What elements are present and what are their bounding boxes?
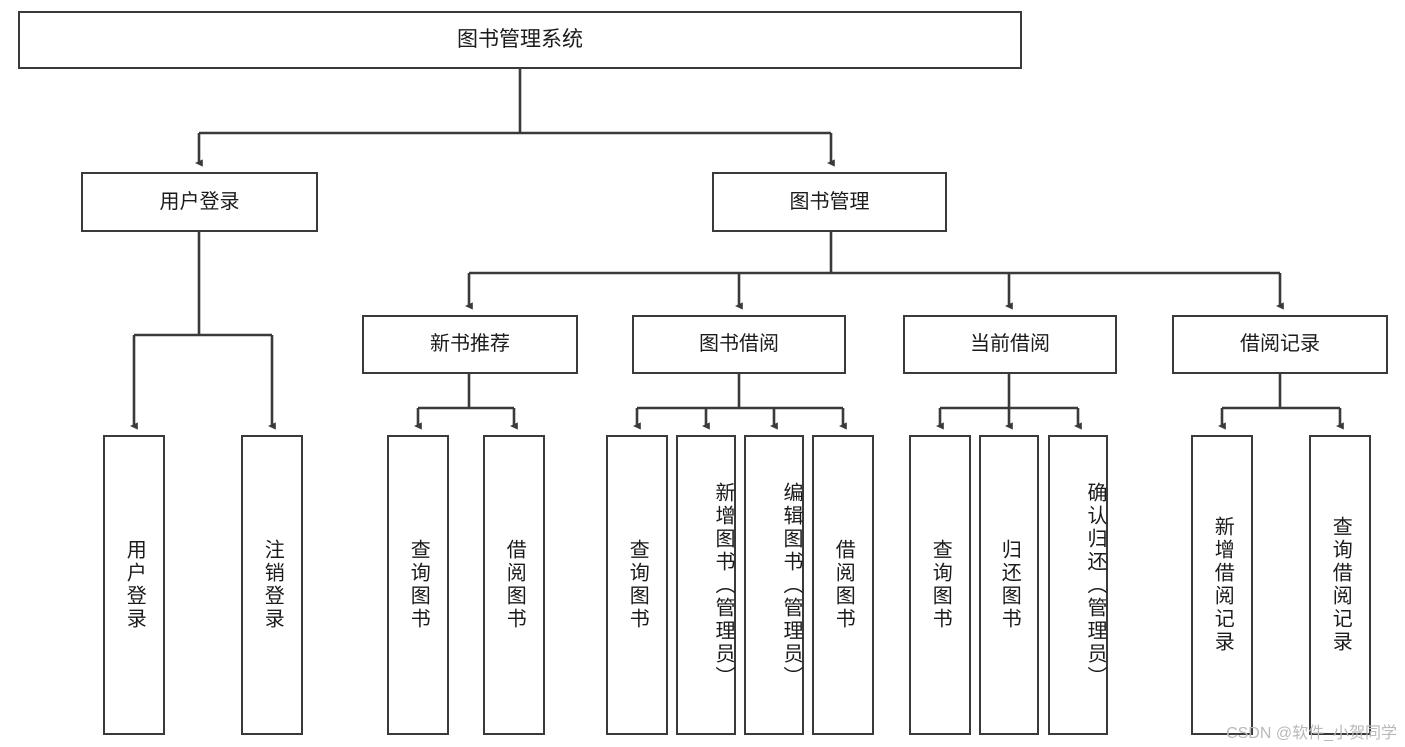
leaf-label: 新增图书（管理员） — [712, 481, 734, 689]
leaf-label: 新增借阅记录 — [1211, 516, 1234, 654]
leaf-label: 借阅图书 — [832, 539, 855, 631]
leaf-current-borrow-query[interactable]: 查询图书 — [909, 435, 971, 735]
leaf-label: 查询图书 — [929, 539, 952, 631]
node-label: 图书借阅 — [699, 333, 779, 356]
leaf-book-borrow-edit[interactable]: 编辑图书（管理员） — [744, 435, 804, 735]
leaf-new-book-borrow[interactable]: 借阅图书 — [483, 435, 545, 735]
leaf-label: 借阅图书 — [503, 539, 526, 631]
node-label: 新书推荐 — [430, 333, 510, 356]
leaf-user-login-signout[interactable]: 注销登录 — [241, 435, 303, 735]
leaf-user-login-signin[interactable]: 用户登录 — [103, 435, 165, 735]
node-root-system[interactable]: 图书管理系统 — [18, 11, 1022, 69]
node-new-book-recommend[interactable]: 新书推荐 — [362, 315, 578, 374]
node-label: 借阅记录 — [1240, 333, 1320, 356]
leaf-label: 归还图书 — [998, 539, 1021, 631]
leaf-label: 用户登录 — [123, 539, 146, 631]
leaf-book-borrow-query[interactable]: 查询图书 — [606, 435, 668, 735]
node-label: 当前借阅 — [970, 333, 1050, 356]
node-borrow-record[interactable]: 借阅记录 — [1172, 315, 1388, 374]
leaf-current-borrow-return[interactable]: 归还图书 — [979, 435, 1039, 735]
node-current-borrow[interactable]: 当前借阅 — [903, 315, 1117, 374]
node-book-management[interactable]: 图书管理 — [712, 172, 947, 232]
leaf-label: 注销登录 — [261, 539, 284, 631]
node-book-borrow[interactable]: 图书借阅 — [632, 315, 846, 374]
leaf-label: 查询借阅记录 — [1329, 516, 1352, 654]
leaf-label: 查询图书 — [407, 539, 430, 631]
leaf-label: 编辑图书（管理员） — [780, 481, 802, 689]
leaf-borrow-record-query[interactable]: 查询借阅记录 — [1309, 435, 1371, 735]
leaf-book-borrow-add[interactable]: 新增图书（管理员） — [676, 435, 736, 735]
leaf-new-book-query[interactable]: 查询图书 — [387, 435, 449, 735]
leaf-label: 确认归还（管理员） — [1084, 481, 1106, 689]
leaf-current-borrow-confirm-return[interactable]: 确认归还（管理员） — [1048, 435, 1108, 735]
leaf-borrow-record-add[interactable]: 新增借阅记录 — [1191, 435, 1253, 735]
leaf-book-borrow-lend[interactable]: 借阅图书 — [812, 435, 874, 735]
node-label: 图书管理 — [789, 190, 870, 213]
watermark: CSDN @软件_小贺同学 — [1226, 725, 1397, 742]
node-label: 用户登录 — [159, 190, 240, 213]
leaf-label: 查询图书 — [626, 539, 649, 631]
node-user-login[interactable]: 用户登录 — [81, 172, 318, 232]
node-label: 图书管理系统 — [457, 28, 583, 52]
